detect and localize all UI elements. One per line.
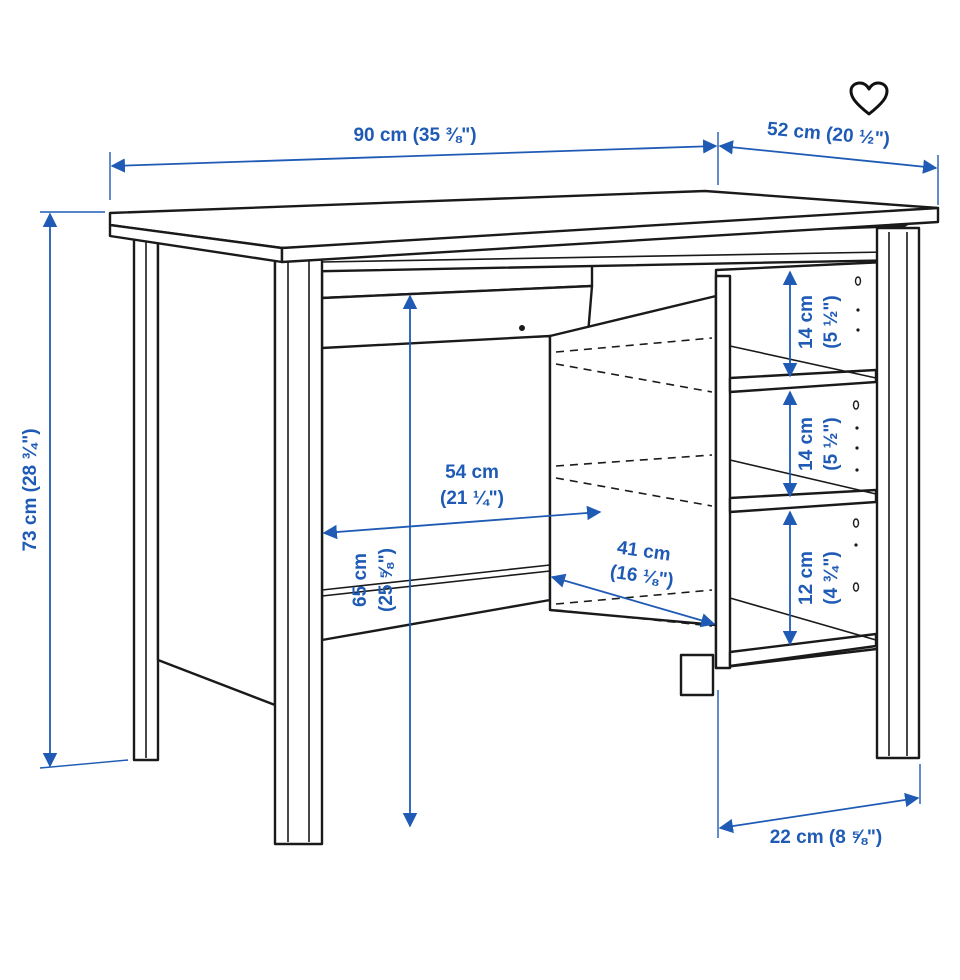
back-right-leg [679, 653, 715, 697]
shelf-unit-front-edge [714, 274, 732, 670]
shelf-depth-arrow [718, 792, 920, 834]
shelf-mid-in-label: (5 ½") [821, 417, 842, 470]
knee-height-in-label: (25 ⅝") [376, 548, 397, 612]
drawer-knob [519, 325, 525, 331]
knee-width-cm-label: 54 cm [445, 462, 499, 483]
front-left-leg [273, 252, 324, 846]
knee-depth-arrow [550, 573, 716, 628]
knee-width-arrow [322, 505, 602, 540]
desk-top-front-edge [280, 206, 940, 264]
front-right-leg [875, 226, 921, 760]
depth-label: 52 cm (20 ½") [766, 119, 890, 151]
left-side-panel [156, 238, 277, 707]
width-label: 90 cm (35 ⅜") [353, 125, 476, 146]
heart-icon [849, 81, 889, 116]
shelf-mid-cm-label: 14 cm [796, 417, 817, 471]
favorite-button[interactable] [844, 76, 894, 122]
knee-width-in-label: (21 ¼") [440, 488, 504, 509]
desk-drawing [108, 189, 940, 846]
dimension-lines [39, 132, 939, 838]
shelf-bottom-cm-label: 12 cm [796, 551, 817, 605]
shelf-top-cm-label: 14 cm [796, 295, 817, 349]
depth-arrow [718, 140, 938, 174]
knee-height-cm-label: 65 cm [350, 553, 371, 607]
shelf-top-in-label: (5 ½") [821, 295, 842, 348]
height-label: 73 cm (28 ¾") [20, 428, 41, 551]
shelf-bottom-in-label: (4 ¾") [821, 551, 842, 604]
shelf-depth-label: 22 cm (8 ⅝") [770, 827, 883, 848]
width-arrow [110, 139, 718, 173]
